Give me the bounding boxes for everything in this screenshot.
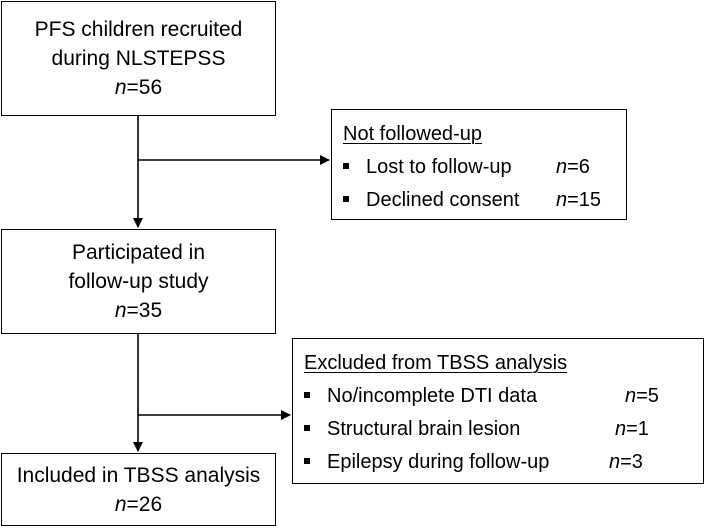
not-followed-title: Not followed-up: [343, 123, 482, 145]
not-followed-box: Not followed-up Lost to follow-up n=6 De…: [331, 109, 627, 220]
dti-data-count: n=5: [625, 385, 659, 407]
included-box: Included in TBSS analysis n=26: [1, 453, 276, 526]
declined-consent-label: Declined consent: [366, 189, 520, 211]
list-item: Epilepsy during follow-up n=3: [304, 446, 703, 479]
epilepsy-label: Epilepsy during follow-up: [327, 451, 550, 473]
list-item: Declined consent n=15: [343, 184, 626, 217]
excluded-tbss-title: Excluded from TBSS analysis: [304, 352, 568, 374]
participated-count: n=35: [115, 296, 162, 325]
recruited-box: PFS children recruited during NLSTEPSS n…: [1, 1, 276, 116]
bullet-icon: [304, 458, 310, 464]
bullet-icon: [304, 392, 310, 398]
brain-lesion-count: n=1: [615, 418, 649, 440]
dti-data-label: No/incomplete DTI data: [327, 385, 538, 407]
brain-lesion-label: Structural brain lesion: [327, 418, 521, 440]
included-n-value: =26: [126, 492, 163, 516]
epilepsy-count: n=3: [609, 451, 643, 473]
list-item: Structural brain lesion n=1: [304, 413, 703, 446]
declined-consent-count: n=15: [556, 189, 602, 211]
bullet-icon: [343, 163, 349, 169]
list-item: Lost to follow-up n=6: [343, 151, 626, 184]
participated-box: Participated in follow-up study n=35: [1, 229, 276, 334]
included-count: n=26: [115, 490, 162, 519]
lost-followup-count: n=6: [556, 156, 590, 178]
included-line-1: Included in TBSS analysis: [16, 463, 261, 487]
participated-line-1: Participated in: [71, 241, 206, 264]
recruited-n-symbol: n: [114, 76, 127, 99]
bullet-icon: [304, 425, 310, 431]
participated-n-value: =35: [126, 299, 163, 322]
lost-followup-label: Lost to follow-up: [366, 156, 512, 178]
recruited-count: n=56: [115, 73, 162, 102]
bullet-icon: [343, 196, 349, 202]
excluded-tbss-box: Excluded from TBSS analysis No/incomplet…: [292, 338, 704, 484]
recruited-line-1: PFS children recruited: [34, 18, 243, 41]
list-item: No/incomplete DTI data n=5: [304, 380, 703, 413]
recruited-line-2: during NLSTEPSS: [51, 47, 226, 70]
participated-line-2: follow-up study: [68, 270, 209, 293]
participated-n-symbol: n: [114, 299, 127, 322]
recruited-n-value: =56: [126, 76, 163, 99]
included-n-symbol: n: [114, 492, 127, 516]
